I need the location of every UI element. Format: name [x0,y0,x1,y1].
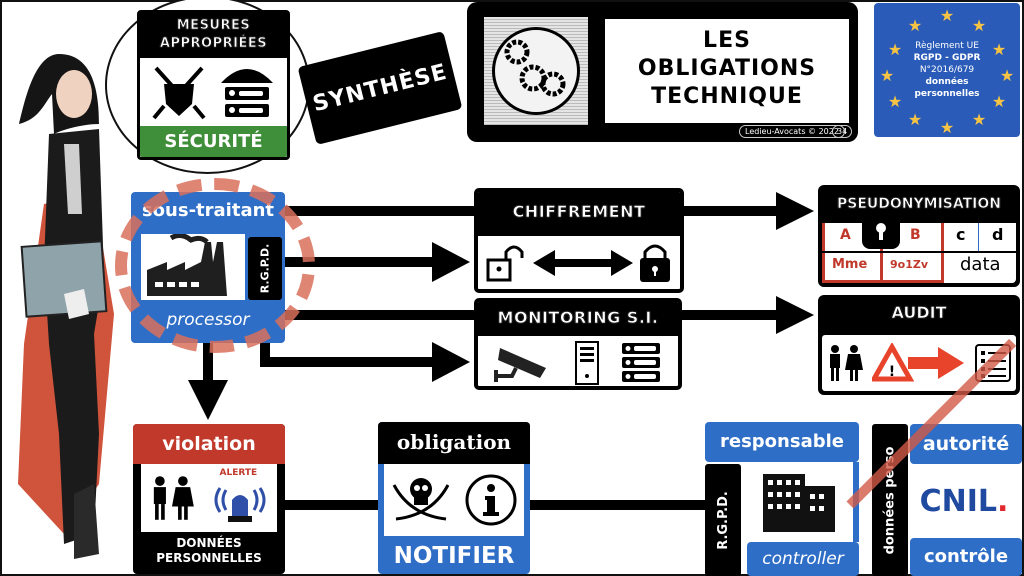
binary-gears-panel [484,17,588,125]
eu-stars-icon: ★ ★ ★ ★ ★ ★ ★ ★ ★ ★ ★ ★ [874,3,1020,137]
measures-header: MESURES APPROPRIÉES [140,13,287,58]
double-arrow-icon [533,248,633,278]
shield-swords-icon [152,64,206,120]
people-icon [149,473,195,523]
cell-code: 9o1Zv [890,258,929,271]
cnil-logo: CNIL. [920,484,1009,519]
svg-text:!: ! [889,364,895,380]
svg-text:★: ★ [972,16,986,35]
eu-line-2: RGPD - GDPR [913,53,981,63]
synthese-sign: SYNTHÈSE [297,31,463,145]
unlocked-padlock-icon [486,242,528,284]
cnil-logo-dot: . [997,483,1009,519]
arrow-head-chiffrement [432,242,470,282]
eu-line-4: données [925,77,969,87]
svg-text:★: ★ [908,16,922,35]
title-line-2: OBLIGATIONS [637,56,817,81]
controller-title: responsable [705,422,859,462]
title-line-3: TECHNIQUE [651,84,803,109]
notify-label: NOTIFIER [393,543,515,569]
server-rack-icon [620,341,662,385]
pseudonymisation-card: PSEUDONYMISATION A B c d Mme 9o1Zv data [818,185,1020,287]
synthese-label: SYNTHÈSE [310,59,450,117]
info-icon [464,473,518,527]
connector-processor-monitoring-h [260,357,435,367]
cell-c: c [956,225,966,244]
character-illustration [4,14,134,574]
connector-processor-monitoring-v [260,342,270,367]
security-camera-icon [494,342,554,384]
eu-line-1: Règlement UE [915,41,979,51]
svg-text:★: ★ [940,6,954,25]
dashed-highlight-ring [115,178,315,353]
warning-arrow-icon: ! [872,343,966,383]
title-card: LES OBLIGATIONS TECHNIQUE Ledieu-Avocats… [467,2,858,142]
gears-icon [495,30,577,112]
eu-line-3: N°2016/679 [919,65,975,75]
svg-text:★: ★ [880,66,894,85]
obligation-title: obligation [378,422,530,464]
pseudonymisation-table: A B c d Mme 9o1Zv data [822,221,1016,283]
credit-label: Ledieu-Avocats © 2022 [739,125,845,138]
eu-line-5: personnelles [914,89,980,99]
alert-text: ALERTE [219,468,258,478]
chiffrement-card: CHIFFREMENT [474,188,684,293]
server-tower-icon [574,340,600,386]
svg-text:★: ★ [1000,66,1014,85]
svg-text:★: ★ [888,40,902,59]
svg-text:★: ★ [940,118,954,137]
cell-data: data [960,254,1001,275]
obligation-card: obligation NOTIFIER [378,422,530,574]
audit-card: AUDIT ! [818,295,1020,395]
pseudonymisation-title: PSEUDONYMISATION [836,196,1002,213]
umbrella-server-icon [219,63,275,121]
arrow-head-monitoring [432,342,470,382]
chiffrement-title: CHIFFREMENT [478,192,680,236]
keyhole-icon [862,221,900,249]
title-panel: LES OBLIGATIONS TECHNIQUE [605,19,849,123]
cnil-logo-text: CNIL [919,483,997,519]
svg-text:★: ★ [992,92,1006,111]
cell-mme: Mme [832,257,868,272]
controller-rgpd-label: R.G.P.D. [715,490,731,550]
arrow-head-violation [188,380,228,420]
page-number: 34 [832,125,853,138]
cell-d: d [992,225,1004,244]
svg-text:★: ★ [972,110,986,129]
svg-text:★: ★ [992,40,1006,59]
people-icon [826,344,864,382]
title-line-1: LES [703,28,751,53]
arrow-head-pseudo [776,192,814,230]
arrow-head-audit [776,296,814,334]
eu-regulation-badge: ★ ★ ★ ★ ★ ★ ★ ★ ★ ★ ★ ★ Règlement UE RGPD - GDPR N°… [874,3,1020,137]
connector-processor-violation [203,342,213,382]
violation-footer: DONNÉES PERSONNELLES [156,536,262,565]
controller-subtitle: controller [747,542,859,576]
security-label: SÉCURITÉ [140,126,287,157]
cell-b: B [910,227,921,243]
monitoring-title: MONITORING S.I. [478,302,678,336]
alert-siren-icon: ALERTE [210,468,270,528]
authority-card: données perso autorité CNIL. contrôle [872,424,1022,576]
skull-crossed-swords-icon [390,475,452,525]
svg-text:★: ★ [908,110,922,129]
audit-title: AUDIT [891,303,947,323]
violation-card: violation ALERTE DONNÉES PERSONNELLES [133,424,285,574]
measures-card: MESURES APPROPRIÉES SÉCURITÉ [137,10,290,160]
authority-footer: contrôle [910,538,1022,576]
controller-card: responsable R.G.P.D. controller [705,420,859,576]
violation-title: violation [133,424,285,464]
cell-a: A [840,227,851,243]
locked-padlock-icon [638,242,672,284]
office-building-icon [759,468,839,534]
connector-processor-chiffrement [285,257,435,267]
monitoring-card: MONITORING S.I. [474,298,682,390]
svg-text:★: ★ [888,92,902,111]
